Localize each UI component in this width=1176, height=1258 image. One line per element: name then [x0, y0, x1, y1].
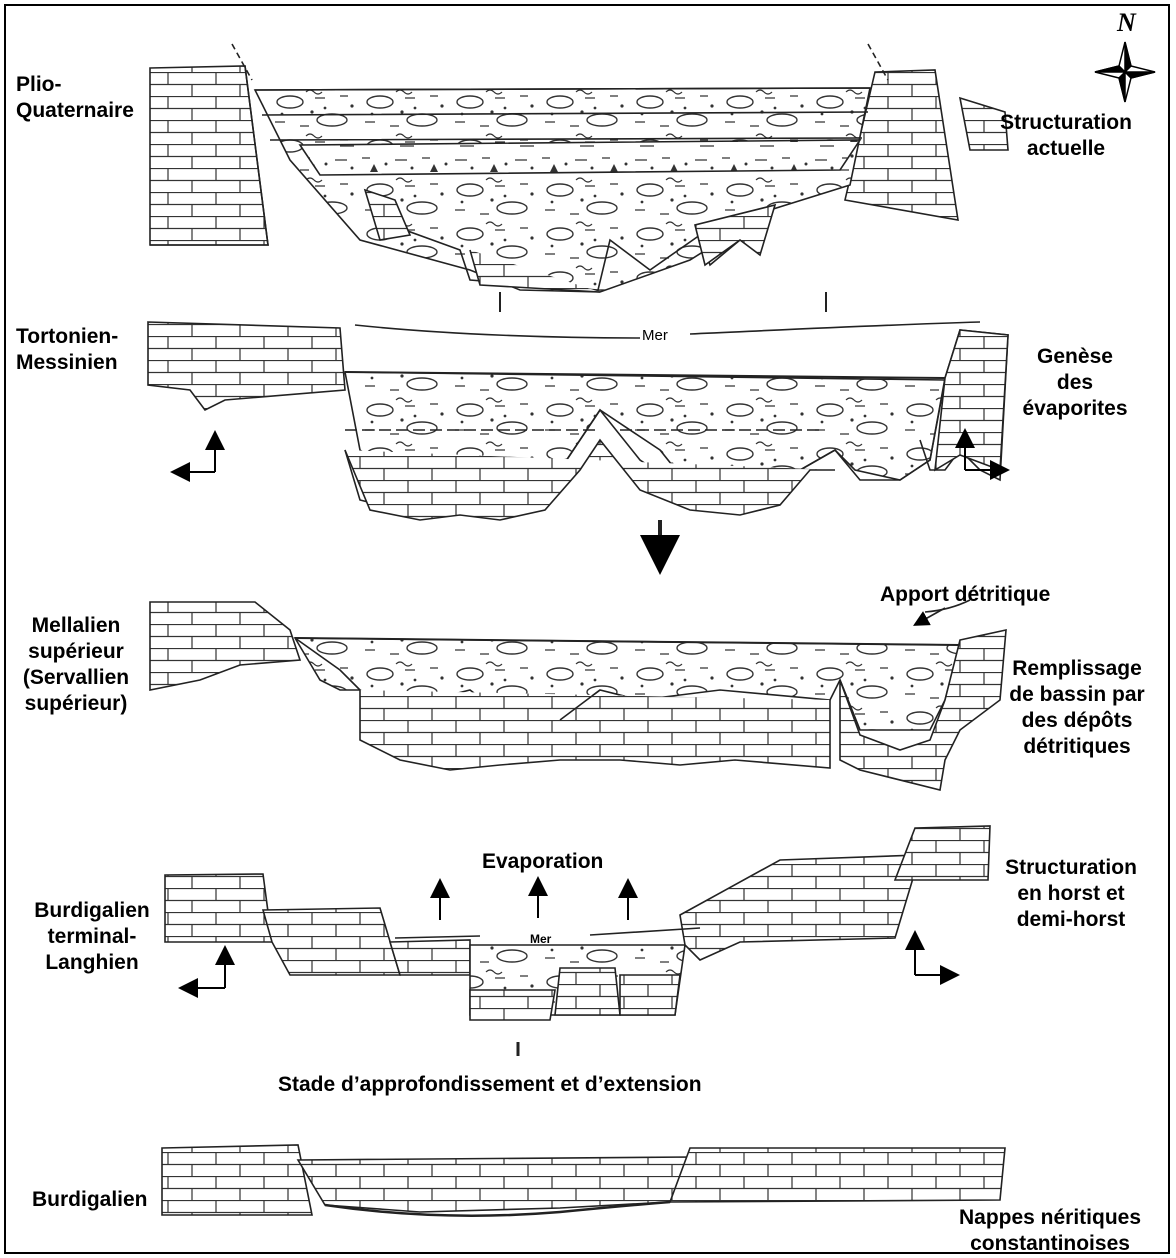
section-plio-quaternaire — [150, 44, 1008, 312]
description-remplissage: Remplissage de bassin par des dépôts dét… — [1002, 656, 1152, 760]
compass-rose-icon — [1095, 42, 1155, 102]
age-label-tortonien-messinien: Tortonien- Messinien — [16, 324, 118, 376]
description-structuration-actuelle: Structuration actuelle — [996, 110, 1136, 162]
description-nappes-neritiques: Nappes néritiques constantinoises — [940, 1205, 1160, 1257]
sea-label-small: Mer — [530, 932, 551, 946]
compass-letter: N — [1117, 10, 1136, 36]
caption-stade: Stade d’approfondissement et d’extension — [278, 1072, 702, 1098]
age-label-mellalien: Mellalien supérieur (Servallien supérieu… — [6, 613, 146, 717]
age-label-burdigalien: Burdigalien — [32, 1187, 148, 1213]
annotation-evaporation: Evaporation — [482, 849, 603, 875]
section-mellalien — [150, 600, 1006, 790]
section-tortonien-messinien — [148, 322, 1008, 555]
description-structuration-horst: Structuration en horst et demi-horst — [996, 855, 1146, 933]
sea-label: Mer — [642, 327, 668, 344]
age-label-plio-quaternaire: Plio- Quaternaire — [16, 72, 134, 124]
description-genese-evaporites: Genèse des évaporites — [1010, 344, 1140, 422]
annotation-apport-detritique: Apport détritique — [880, 582, 1050, 608]
age-label-burdigalien-terminal: Burdigalien terminal- Langhien — [22, 898, 162, 976]
